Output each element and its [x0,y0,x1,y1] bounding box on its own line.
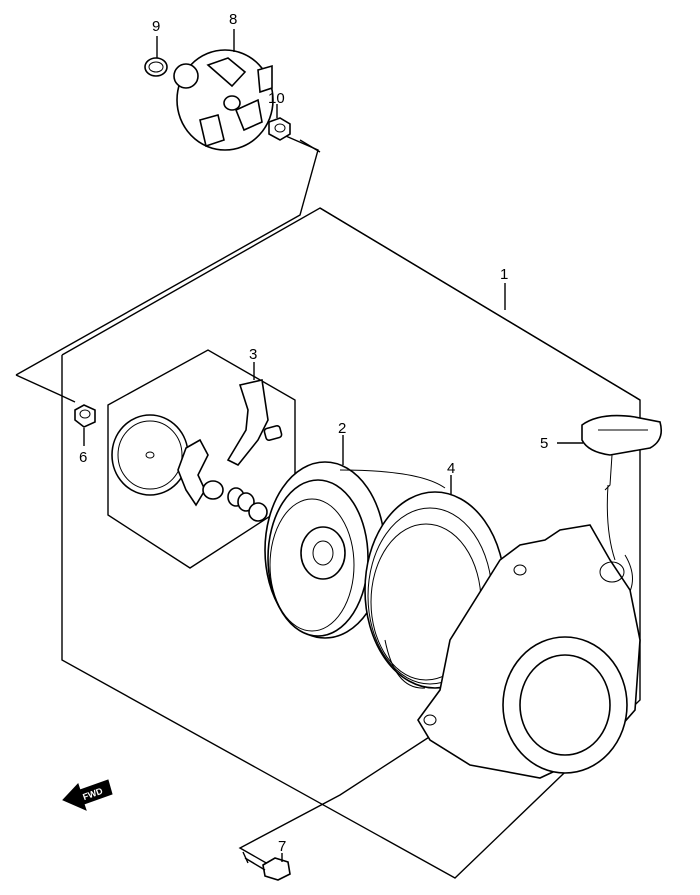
callout-8: 8 [229,11,237,28]
part-7-bolt [242,851,291,881]
part-10-nut [268,117,291,141]
part-6-nut [74,404,96,428]
leader-line-7 [238,729,441,869]
callout-4: 4 [447,460,455,477]
callout-7: 7 [278,838,286,855]
callout-5: 5 [540,435,548,452]
callout-2: 2 [338,420,346,437]
callout-10: 10 [268,90,285,107]
part-3-ratchet-group [111,379,283,522]
part-5-starter-handle [581,414,663,601]
callout-6: 6 [79,449,87,466]
part-9-o-ring [144,57,168,77]
starter-case [417,524,641,779]
fwd-arrow-icon: FWD [62,779,113,811]
callout-3: 3 [249,346,257,363]
callout-9: 9 [152,18,160,35]
callout-1: 1 [500,266,508,283]
part-8-drive-cup [173,49,274,151]
leader-line-8 [15,374,76,403]
